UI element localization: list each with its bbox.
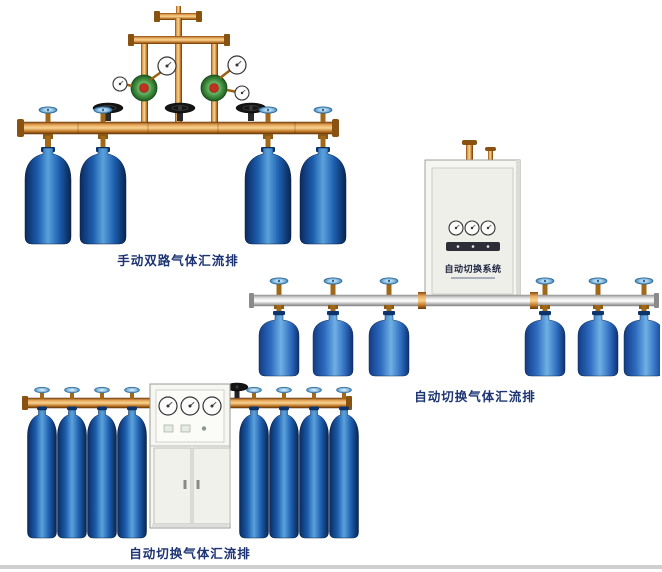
outlet-pipe-assembly [154,6,202,124]
gas-cylinder [623,310,660,377]
door-handle [183,480,187,489]
cabinet-gauge [202,396,222,416]
cylinder-valve [64,386,80,400]
pressure-gauge [219,55,247,79]
cylinder-valve [38,106,58,150]
manual-dual-manifold-illustration [17,6,347,245]
manifold-main-pipe [17,119,339,137]
cabinet-gauge [448,220,464,236]
cylinder-valve [323,277,343,294]
cabinet-gauge [180,396,200,416]
cylinder-valve [306,386,322,400]
gas-cylinder [329,406,359,539]
pressure-regulator [130,74,158,102]
gas-cylinder [87,406,117,539]
gas-cylinder [79,146,127,245]
gas-cylinder [524,310,566,377]
auto-switch-manifold-illustration: 自动切换系统 [249,140,660,377]
cylinder-valve [535,277,555,294]
cylinder-valve [379,277,399,294]
cabinet-gauge [464,220,480,236]
cylinder-valve [588,277,608,294]
manifold-main-pipe [249,292,659,309]
gas-cylinder [299,406,329,539]
gas-cylinder [258,310,300,377]
cabinet-label: 自动切换系统 [444,263,501,274]
gas-cylinder [269,406,299,539]
cabinet-indicator [163,424,174,433]
cylinder-valve [276,386,292,400]
valve-handwheel [225,382,249,398]
gas-cylinder [239,406,269,539]
control-cabinet: 自动切换系统 [424,140,521,301]
cylinder-valve [313,106,333,150]
gas-cylinder [577,310,619,377]
valve-handwheel [164,102,196,122]
gas-cylinder [117,406,147,539]
cabinet-button [201,426,207,431]
control-cabinet [149,383,231,529]
cylinder-valve [124,386,140,400]
cylinder-valve [269,277,289,294]
door-handle [196,480,200,489]
gas-cylinder [312,310,354,377]
cylinder-valve [94,386,110,400]
auto-switch-manifold-bottom-illustration [22,382,359,539]
cylinder-valve [246,386,262,400]
pressure-gauge [149,56,177,82]
figure-caption-auto-switch-right: 自动切换气体汇流排 [414,390,536,404]
gas-cylinder [24,146,72,245]
gas-cylinder [57,406,87,539]
cabinet-sublabel-line [451,277,495,279]
cabinet-gauge [158,396,178,416]
figure-caption-manual-dual: 手动双路气体汇流排 [117,254,239,268]
cylinder-valve [93,106,113,150]
figure-caption-auto-switch-bottom: 自动切换气体汇流排 [129,547,251,561]
pressure-gauge [226,85,250,101]
cabinet-gauge [480,220,496,236]
cylinder-valve [258,106,278,150]
gas-cylinder [27,406,57,539]
page-bottom-border [0,565,662,569]
cylinder-valve [34,386,50,400]
pressure-regulator [200,74,228,102]
cylinder-valve [634,277,654,294]
cabinet-indicator [180,424,191,433]
pressure-gauge [112,76,133,92]
gas-cylinder [368,310,410,377]
